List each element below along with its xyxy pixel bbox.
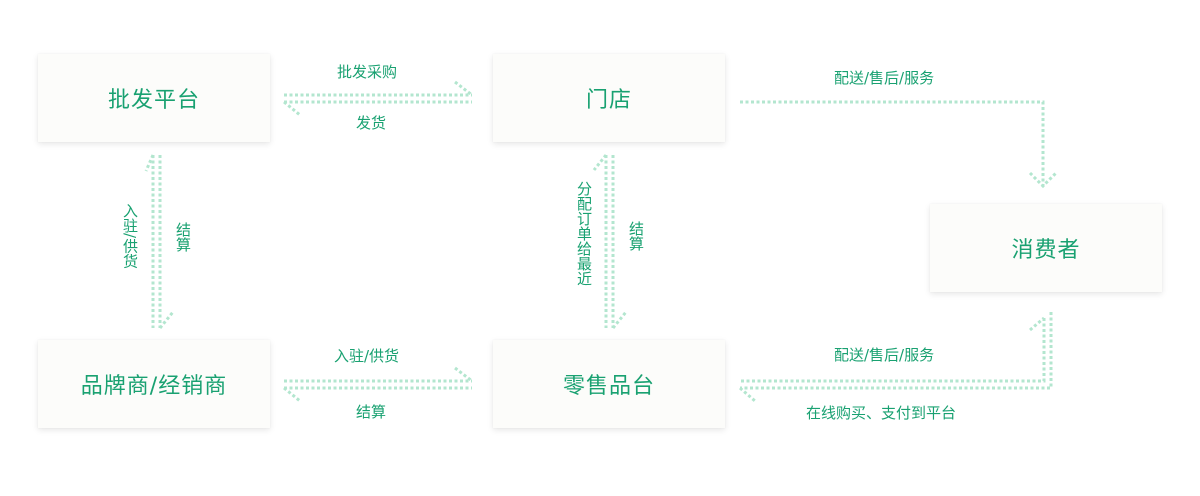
node-wholesale-platform: 批发平台: [38, 54, 270, 142]
arrow-online-purchase: [739, 312, 1053, 403]
arrow-purchase: [284, 80, 473, 97]
arrow-enter-supply-bottom: [284, 366, 473, 383]
edge-label-service-top: 配送/售后/服务: [834, 69, 935, 87]
edge-label-service-bottom: 配送/售后/服务: [834, 346, 935, 364]
arrow-ship: [283, 100, 472, 117]
arrow-settle-bottom: [283, 386, 472, 403]
edge-label-settle-mid: 结算: [627, 221, 645, 251]
edge-label-online-purchase: 在线购买、支付到平台: [806, 404, 957, 422]
arrow-delivery-top: [740, 100, 1058, 189]
node-consumer: 消费者: [930, 204, 1162, 292]
node-brand-distributor: 品牌商/经销商: [38, 340, 270, 428]
edge-label-enter-supply-bottom: 入驻/供货: [334, 347, 400, 365]
node-retail-platform: 零售品台: [493, 340, 725, 428]
arrow-delivery-bottom: [740, 316, 1046, 383]
edge-label-purchase: 批发采购: [337, 63, 398, 81]
arrow-enter-supply-left: [144, 154, 155, 328]
arrow-settle-left: [158, 155, 175, 329]
edge-label-settle-left: 结算: [174, 222, 192, 252]
edge-label-enter-supply-left: 入驻/供货: [121, 203, 139, 269]
arrow-settle-mid: [611, 155, 628, 329]
node-store: 门店: [493, 54, 725, 142]
edge-label-dispatch-orders: 分配订单给最近: [575, 181, 593, 286]
edge-label-ship: 发货: [356, 114, 387, 132]
arrow-dispatch: [592, 154, 608, 328]
edge-label-settle-bottom: 结算: [356, 403, 387, 421]
